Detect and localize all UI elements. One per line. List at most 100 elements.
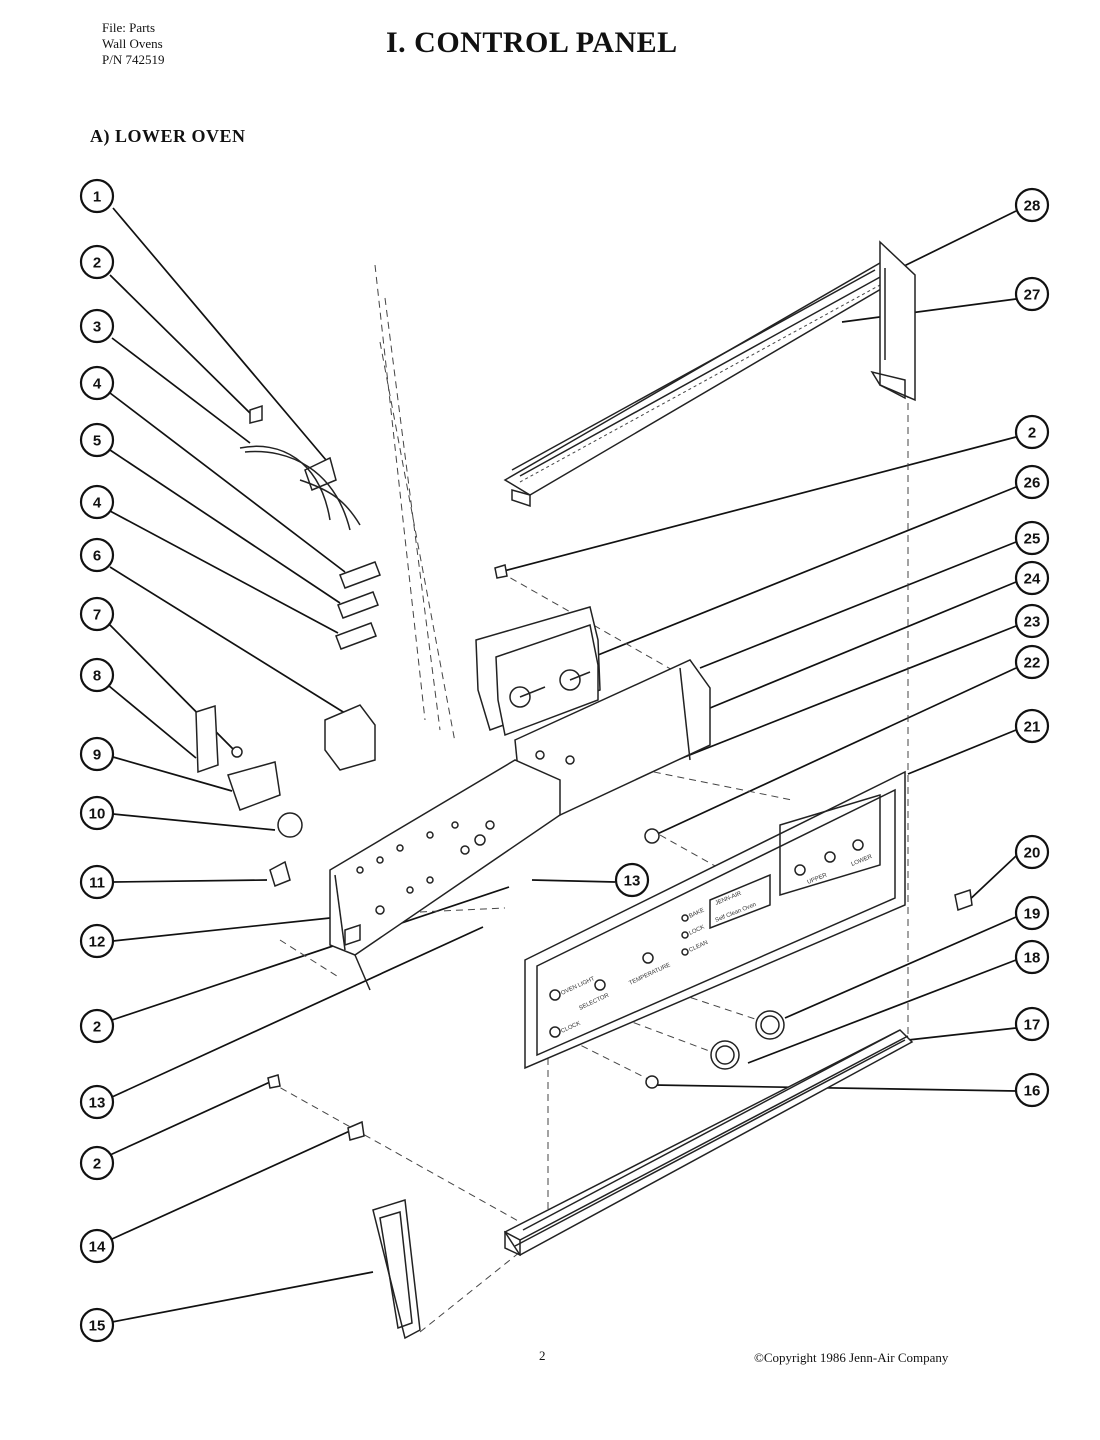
leader-21: [907, 729, 1017, 775]
leader-2-bottom: [109, 1081, 271, 1156]
leader-11: [112, 879, 268, 883]
callout-20: 20: [1014, 834, 1050, 870]
callout-23: 23: [1014, 603, 1050, 639]
leader-27: [841, 298, 1017, 323]
copyright-notice: ©Copyright 1986 Jenn-Air Company: [754, 1350, 949, 1365]
callout-14: 14: [79, 1228, 115, 1264]
leader-lines: [108, 207, 1017, 1323]
svg-text:10: 10: [89, 806, 106, 823]
wire-part: [299, 479, 361, 526]
grommet-part: [231, 746, 243, 758]
svg-text:2: 2: [93, 1156, 101, 1173]
terminal-part: [335, 622, 377, 650]
section-title: A) LOWER OVEN: [90, 126, 246, 146]
svg-text:14: 14: [89, 1239, 106, 1256]
switch-part: [277, 812, 303, 838]
svg-text:27: 27: [1024, 287, 1041, 304]
callout-13-lower: 13: [79, 1084, 115, 1120]
plug-part: [645, 1075, 659, 1089]
svg-text:1: 1: [93, 189, 101, 206]
svg-text:21: 21: [1024, 719, 1041, 736]
svg-text:23: 23: [1024, 614, 1041, 631]
plug-part: [644, 828, 660, 844]
leader-12: [112, 917, 331, 942]
wire-part: [244, 450, 351, 531]
page-number: 2: [539, 1348, 546, 1363]
callout-22: 22: [1014, 644, 1050, 680]
svg-text:16: 16: [1024, 1083, 1041, 1100]
leader-26: [597, 486, 1017, 656]
chassis-panel-part: [329, 759, 561, 991]
leader-25: [699, 541, 1017, 669]
spring-part: [954, 889, 973, 911]
callout-24: 24: [1014, 560, 1050, 596]
file-info-line: P/N 742519: [102, 52, 165, 67]
svg-text:25: 25: [1024, 531, 1041, 548]
page-title: I. CONTROL PANEL: [386, 26, 678, 59]
callout-2-lower: 2: [79, 1008, 115, 1044]
svg-text:22: 22: [1024, 655, 1041, 672]
file-info-line: File: Parts: [102, 20, 156, 35]
callout-1: 1: [79, 178, 115, 214]
file-info-line: Wall Ovens: [102, 36, 163, 51]
assembly-line: [599, 1009, 721, 1056]
switch-part: [269, 860, 291, 887]
leader-18: [747, 959, 1017, 1064]
leader-9: [112, 756, 233, 792]
leader-2: [109, 274, 253, 416]
file-info: File: Parts Wall Ovens P/N 742519: [102, 20, 164, 68]
clock-module-part: [475, 606, 601, 737]
assembly-line: [379, 341, 456, 743]
svg-text:8: 8: [93, 668, 101, 685]
callout-18: 18: [1014, 939, 1050, 975]
svg-text:6: 6: [93, 548, 101, 565]
front-panel-part: OVEN LIGHT CLOCK SELECTOR TEMPERATURE BA…: [524, 770, 906, 1070]
leader-16: [653, 1084, 1017, 1092]
svg-text:4: 4: [93, 495, 102, 512]
leader-5: [109, 449, 341, 604]
svg-text:19: 19: [1024, 906, 1041, 923]
svg-text:2: 2: [93, 1019, 101, 1036]
leader-3: [111, 337, 251, 444]
relay-part: [324, 704, 376, 771]
callout-2-bottom: 2: [79, 1145, 115, 1181]
svg-text:13: 13: [624, 873, 641, 890]
leader-2-lower: [111, 886, 510, 1021]
leader-13-mid: [531, 879, 616, 883]
leader-1: [112, 207, 327, 461]
callout-12: 12: [79, 923, 115, 959]
leader-4b: [109, 510, 339, 634]
leader-4a: [109, 392, 346, 573]
screw-part: [494, 564, 508, 579]
terminal-part: [337, 591, 379, 619]
callout-17: 17: [1014, 1006, 1050, 1042]
callout-6: 6: [79, 537, 115, 573]
svg-text:15: 15: [89, 1318, 106, 1335]
callout-28: 28: [1014, 187, 1050, 223]
callout-8: 8: [79, 657, 115, 693]
callout-19: 19: [1014, 895, 1050, 931]
leader-10: [112, 813, 276, 831]
svg-text:7: 7: [93, 607, 101, 624]
svg-text:3: 3: [93, 319, 101, 336]
callout-2: 2: [79, 244, 115, 280]
lens-part: [372, 1199, 421, 1340]
harness-part: [304, 456, 337, 491]
callout-13-mid: 13: [614, 862, 650, 898]
callout-5: 5: [79, 422, 115, 458]
svg-text:2: 2: [1028, 425, 1036, 442]
callout-25: 25: [1014, 520, 1050, 556]
svg-text:5: 5: [93, 433, 101, 450]
svg-text:11: 11: [89, 875, 105, 892]
knob-part: [710, 1040, 740, 1070]
callout-4: 4: [79, 365, 115, 401]
callout-27: 27: [1014, 276, 1050, 312]
svg-text:18: 18: [1024, 950, 1041, 967]
assembly-line: [419, 1251, 521, 1333]
svg-text:17: 17: [1024, 1017, 1041, 1034]
leader-17: [907, 1027, 1017, 1041]
leader-22: [654, 667, 1017, 836]
svg-text:12: 12: [89, 934, 106, 951]
hardware-parts: [195, 404, 973, 1141]
leader-2-right: [499, 436, 1017, 573]
